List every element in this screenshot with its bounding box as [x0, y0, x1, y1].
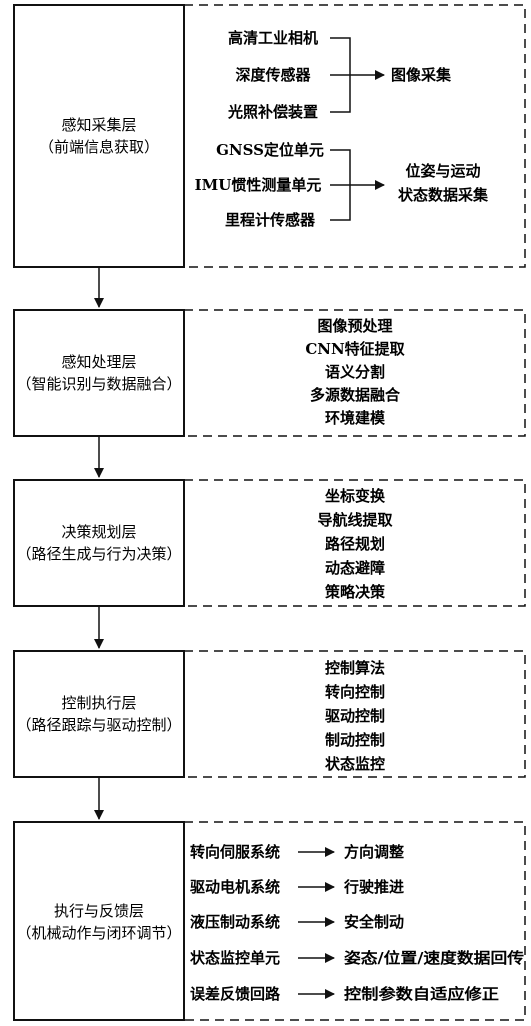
- l1-input-6: 里程计传感器: [225, 211, 316, 229]
- l1-output-2-line-1: 位姿与运动: [405, 162, 480, 180]
- l4-item-3: 驱动控制: [325, 707, 385, 725]
- l1-input-1: 高清工业相机: [228, 29, 318, 47]
- l5-target-4: 姿态/位置/速度数据回传: [344, 949, 524, 967]
- layer-5-detail-panel: [184, 821, 526, 1021]
- l5-source-4: 状态监控单元: [190, 949, 280, 967]
- l1-output-1: 图像采集: [391, 66, 452, 84]
- l2-item-1: 图像预处理: [317, 317, 392, 335]
- l1-input-5: IMU惯性测量单元: [195, 176, 322, 194]
- l5-target-3: 安全制动: [344, 913, 404, 931]
- layer-2-box: [13, 309, 185, 437]
- l2-item-2: CNN特征提取: [305, 340, 405, 358]
- l5-target-1: 方向调整: [344, 843, 404, 861]
- layer-4-subtitle: （路径跟踪与驱动控制）: [16, 716, 181, 734]
- layer-1-box: [13, 4, 185, 268]
- layer-1-title: 感知采集层: [61, 116, 136, 134]
- layer-1-subtitle: （前端信息获取）: [39, 138, 159, 156]
- l1-input-4: GNSS定位单元: [216, 141, 324, 159]
- l3-item-3: 路径规划: [325, 535, 385, 553]
- l3-item-5: 策略决策: [324, 583, 386, 601]
- layer-5-box: [13, 821, 185, 1021]
- layer-2-subtitle: （智能识别与数据融合）: [16, 375, 181, 393]
- l5-source-5: 误差反馈回路: [190, 985, 281, 1003]
- l2-item-4: 多源数据融合: [310, 386, 401, 404]
- l1-group-1-bracket: [330, 37, 351, 113]
- l4-item-2: 转向控制: [325, 683, 385, 701]
- l5-target-2: 行驶推进: [343, 878, 404, 896]
- l2-item-5: 环境建模: [325, 409, 386, 427]
- l2-item-3: 语义分割: [325, 363, 385, 381]
- l5-source-3: 液压制动系统: [190, 913, 280, 931]
- layer-2-detail-panel: [184, 309, 526, 437]
- l5-source-2: 驱动电机系统: [190, 878, 280, 896]
- l1-group-2-bracket: [330, 149, 351, 221]
- layer-3-title: 决策规划层: [61, 523, 136, 541]
- layer-4-box: [13, 650, 185, 778]
- l1-input-3: 光照补偿装置: [227, 103, 318, 121]
- layer-3-box: [13, 479, 185, 607]
- layer-3-detail-panel: [184, 479, 526, 607]
- l4-item-4: 制动控制: [325, 731, 385, 749]
- l1-input-2: 深度传感器: [235, 66, 311, 84]
- l1-output-2-line-2: 状态数据采集: [398, 186, 489, 204]
- l3-item-1: 坐标变换: [325, 487, 386, 505]
- l3-item-2: 导航线提取: [317, 511, 393, 529]
- layer-4-title: 控制执行层: [61, 694, 136, 712]
- l4-item-1: 控制算法: [325, 659, 385, 677]
- layer-1-detail-panel: [184, 4, 526, 268]
- l3-item-4: 动态避障: [325, 559, 385, 577]
- l5-source-1: 转向伺服系统: [190, 843, 280, 861]
- layer-5-title: 执行与反馈层: [54, 902, 144, 920]
- layer-5-subtitle: （机械动作与闭环调节）: [16, 924, 181, 942]
- layer-3-subtitle: （路径生成与行为决策）: [16, 545, 181, 563]
- layer-4-detail-panel: [184, 650, 526, 778]
- layer-2-title: 感知处理层: [61, 353, 136, 371]
- l4-item-5: 状态监控: [325, 755, 385, 773]
- l5-target-5: 控制参数自适应修正: [344, 985, 499, 1003]
